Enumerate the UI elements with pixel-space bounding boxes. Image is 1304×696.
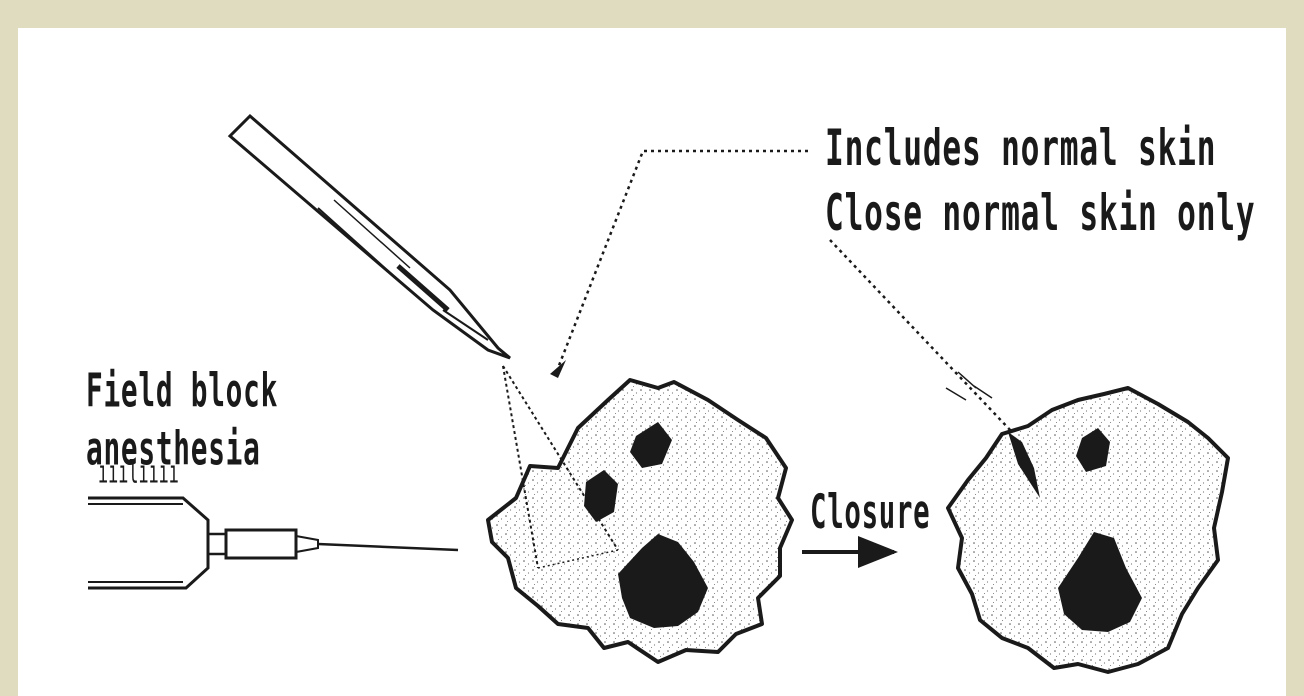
label-includes-normal-skin: Includes normal skin bbox=[825, 120, 1216, 178]
leader-close-normal-skin bbox=[830, 240, 1012, 432]
label-closure: Closure bbox=[810, 484, 930, 539]
lesion-before bbox=[488, 366, 792, 662]
leader-includes-normal-skin bbox=[550, 151, 808, 378]
scalpel-icon bbox=[230, 116, 510, 358]
label-close-normal-skin-only: Close normal skin only bbox=[825, 185, 1255, 243]
syringe-icon bbox=[88, 498, 458, 588]
label-field-block: Field block bbox=[86, 364, 278, 418]
syringe-markings: ııılıııı bbox=[98, 454, 179, 490]
diagram-panel: Includes normal skin Close normal skin o… bbox=[18, 28, 1286, 696]
lesion-after bbox=[946, 372, 1228, 672]
